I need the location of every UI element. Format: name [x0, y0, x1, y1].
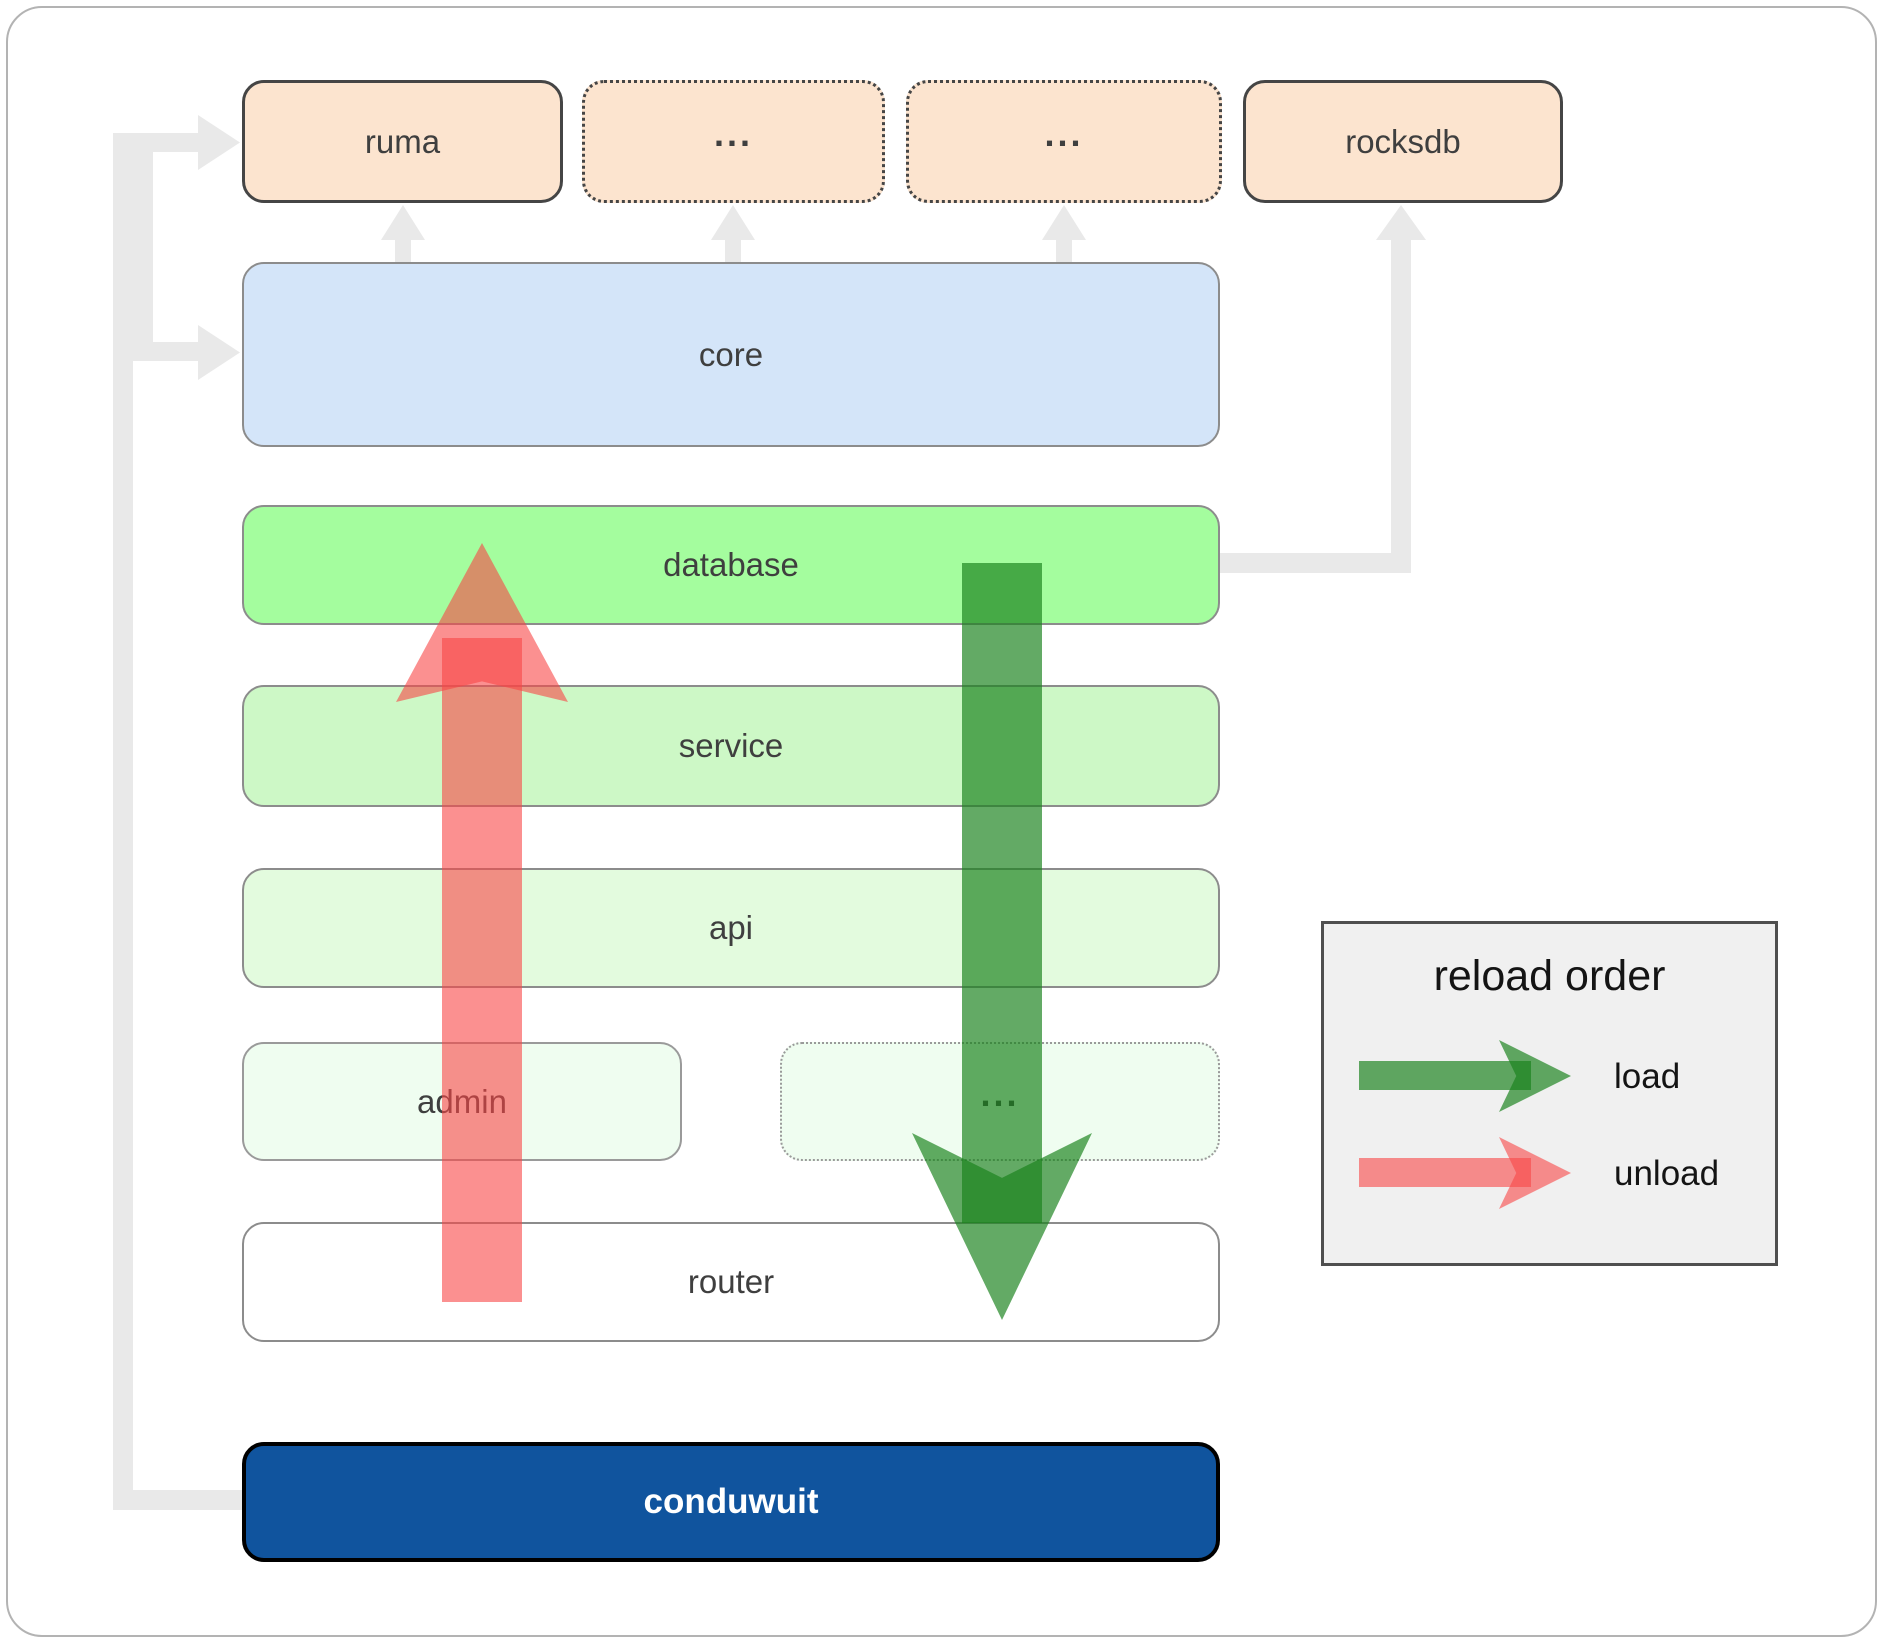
- box-ruma-label: ruma: [364, 122, 441, 160]
- connector-branch-vertical: [133, 152, 153, 352]
- box-service: service: [242, 685, 1220, 807]
- legend-unload-label: unload: [1614, 1154, 1720, 1193]
- box-database: database: [242, 505, 1220, 625]
- box-core: core: [242, 262, 1220, 447]
- legend-title: reload order: [1433, 952, 1666, 1000]
- box-rocksdb-label: rocksdb: [1345, 122, 1461, 160]
- connector-core-ruma: [395, 238, 411, 264]
- connector-db-vertical: [1391, 238, 1411, 573]
- box-top-ellipsis-1: ...: [582, 80, 885, 203]
- connector-left-bottom: [113, 1490, 242, 1510]
- box-top-ellipsis-2: ...: [906, 80, 1222, 203]
- box-database-label: database: [663, 546, 799, 583]
- legend: reload order load unload: [1321, 921, 1778, 1266]
- box-router: router: [242, 1222, 1220, 1342]
- connector-db-horizontal: [1220, 553, 1411, 573]
- outer-frame: [6, 6, 1877, 1637]
- box-conduwuit-label: conduwuit: [643, 1482, 819, 1521]
- box-api: api: [242, 868, 1220, 988]
- connector-core-ellipsis2: [1056, 238, 1072, 264]
- box-service-label: service: [678, 727, 784, 764]
- legend-load-label: load: [1614, 1057, 1681, 1096]
- box-rocksdb: rocksdb: [1243, 80, 1563, 203]
- box-router-label: router: [687, 1263, 775, 1300]
- box-conduwuit: conduwuit: [242, 1442, 1220, 1562]
- connector-to-core: [133, 342, 200, 361]
- box-ruma: ruma: [242, 80, 563, 203]
- unload-arrow-body: [442, 638, 522, 1302]
- connector-left-trunk: [113, 133, 133, 1510]
- connector-to-ruma: [113, 133, 200, 152]
- box-core-label: core: [698, 335, 764, 373]
- box-api-label: api: [708, 909, 754, 946]
- load-arrow-body: [962, 563, 1042, 1223]
- connector-core-ellipsis1: [725, 238, 741, 264]
- legend-load-arrow-body: [1359, 1061, 1531, 1090]
- legend-unload-arrow-body: [1359, 1158, 1531, 1187]
